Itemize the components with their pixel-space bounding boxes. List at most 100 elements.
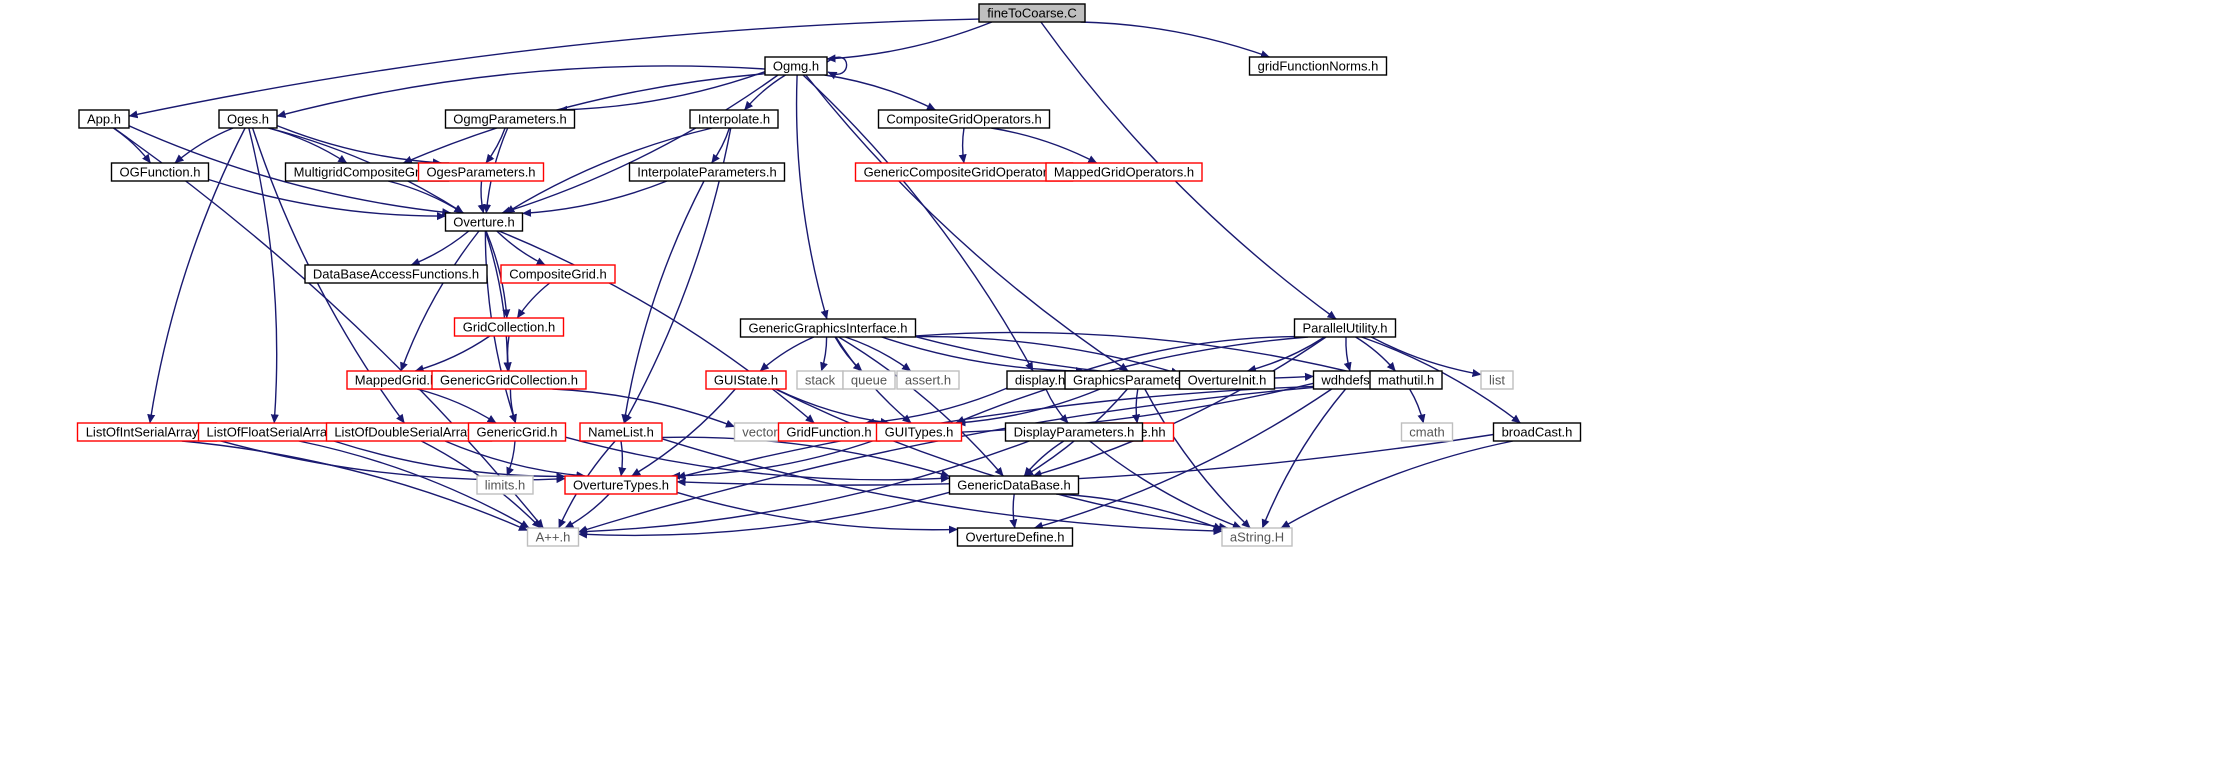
- node-stack[interactable]: stack: [796, 370, 844, 390]
- edge-GridCollection-to-MappedGrid: [414, 335, 491, 373]
- node-Ogmg[interactable]: Ogmg.h: [764, 56, 828, 76]
- node-label: MappedGridOperators.h: [1054, 165, 1194, 180]
- node-label: MultigridCompositeGrid.h: [294, 165, 441, 180]
- node-queue[interactable]: queue: [842, 370, 896, 390]
- node-DisplayParameters[interactable]: DisplayParameters.h: [1004, 422, 1144, 442]
- node-GridFunction[interactable]: GridFunction.h: [777, 422, 881, 442]
- node-OgmgParameters[interactable]: OgmgParameters.h: [444, 109, 576, 129]
- node-gridFunctionNorms[interactable]: gridFunctionNorms.h: [1248, 56, 1388, 76]
- node-GenericGrid[interactable]: GenericGrid.h: [467, 422, 567, 442]
- node-limits[interactable]: limits.h: [476, 475, 534, 495]
- edge-GenericGraphicsInterface-to-stack: [820, 336, 828, 372]
- node-label: GUITypes.h: [885, 425, 954, 440]
- node-label: GenericCompositeGridOperators.h: [864, 165, 1065, 180]
- node-ListOfDoubleSerialArray[interactable]: ListOfDoubleSerialArray.h: [325, 422, 493, 442]
- edge-GUIState-to-aString: [774, 388, 1229, 531]
- edge-Oges-to-ListOfFloatSerialArray: [248, 127, 279, 424]
- edge-GenericGraphicsInterface-to-GUIState: [759, 336, 815, 372]
- edge-Interpolate-to-InterpolateParameters: [711, 127, 731, 164]
- node-box: [705, 370, 787, 390]
- node-label: stack: [805, 373, 836, 388]
- node-label: GenericGrid.h: [477, 425, 558, 440]
- node-MultigridCompositeGrid[interactable]: MultigridCompositeGrid.h: [284, 162, 450, 182]
- edge-NameList-to-OvertureTypes: [618, 440, 627, 477]
- node-display[interactable]: display.h: [1006, 370, 1074, 390]
- node-label: aString.H: [1230, 530, 1284, 545]
- node-label: GUIState.h: [714, 373, 778, 388]
- node-Overture[interactable]: Overture.h: [444, 212, 524, 232]
- edge-fineToCoarse-to-gridFunctionNorms: [1080, 21, 1270, 58]
- node-ListOfIntSerialArray[interactable]: ListOfIntSerialArray.h: [76, 422, 218, 442]
- node-Interpolate[interactable]: Interpolate.h: [689, 109, 779, 129]
- node-label: GridFunction.h: [786, 425, 871, 440]
- node-mathutil[interactable]: mathutil.h: [1369, 370, 1443, 390]
- node-assert[interactable]: assert.h: [896, 370, 960, 390]
- node-ParallelUtility[interactable]: ParallelUtility.h: [1293, 318, 1397, 338]
- edge-ParallelUtility-to-wdhdefs: [1343, 336, 1352, 372]
- edge-GUITypes-to-OvertureTypes: [671, 438, 877, 480]
- node-label: limits.h: [485, 478, 525, 493]
- node-GUIState[interactable]: GUIState.h: [705, 370, 787, 390]
- edge-GenericDataBase-to-aString: [1056, 493, 1223, 531]
- node-MappedGrid[interactable]: MappedGrid.h: [346, 370, 446, 390]
- node-GenericCompositeGridOperators[interactable]: GenericCompositeGridOperators.h: [854, 162, 1074, 182]
- node-NameList[interactable]: NameList.h: [579, 422, 663, 442]
- edge-broadCast-to-aString: [1280, 440, 1514, 529]
- edge-Ogmg-to-Overture: [501, 74, 779, 215]
- node-OvertureDefine[interactable]: OvertureDefine.h: [956, 527, 1074, 547]
- node-box: [875, 422, 963, 442]
- node-GraphicsParameters[interactable]: GraphicsParameters.h: [1064, 370, 1212, 390]
- node-label: ParallelUtility.h: [1302, 321, 1387, 336]
- node-list[interactable]: list: [1480, 370, 1514, 390]
- node-OvertureInit[interactable]: OvertureInit.h: [1178, 370, 1276, 390]
- edge-OgesParameters-to-Overture: [477, 180, 486, 214]
- node-label: ListOfDoubleSerialArray.h: [334, 425, 483, 440]
- node-InterpolateParameters[interactable]: InterpolateParameters.h: [628, 162, 786, 182]
- node-OGFunction[interactable]: OGFunction.h: [110, 162, 210, 182]
- node-GUITypes[interactable]: GUITypes.h: [875, 422, 963, 442]
- edge-ListOfDoubleSerialArray-to-OvertureTypes: [444, 440, 586, 480]
- edge-Overture-to-GridCollection: [485, 230, 511, 319]
- edge-Overture-to-GridFunction: [498, 230, 815, 424]
- node-App[interactable]: App.h: [78, 109, 130, 129]
- node-CompositeGridOperators[interactable]: CompositeGridOperators.h: [877, 109, 1051, 129]
- node-MappedGridOperators[interactable]: MappedGridOperators.h: [1045, 162, 1203, 182]
- edge-GridCollection-to-GenericGridCollection: [503, 335, 512, 372]
- edge-ParallelUtility-to-list: [1370, 336, 1482, 378]
- node-App_pp[interactable]: A++.h: [526, 527, 580, 547]
- node-GenericGridCollection[interactable]: GenericGridCollection.h: [431, 370, 587, 390]
- node-box: [476, 475, 534, 495]
- node-cmath[interactable]: cmath: [1400, 422, 1454, 442]
- node-Oges[interactable]: Oges.h: [218, 109, 278, 129]
- edge-fineToCoarse-to-App: [128, 18, 980, 119]
- edge-GraphicsParameters-to-DBase: [1132, 388, 1141, 424]
- node-fineToCoarse[interactable]: fineToCoarse.C: [978, 3, 1086, 23]
- node-OvertureTypes[interactable]: OvertureTypes.h: [564, 475, 678, 495]
- edge-GenericGrid-to-limits: [506, 440, 516, 477]
- edge-Ogmg-to-Oges: [276, 65, 766, 118]
- node-CompositeGrid[interactable]: CompositeGrid.h: [500, 264, 616, 284]
- node-label: display.h: [1015, 373, 1065, 388]
- node-broadCast[interactable]: broadCast.h: [1492, 422, 1582, 442]
- edge-Interpolate-to-Overture: [505, 127, 713, 214]
- node-label: cmath: [1409, 425, 1444, 440]
- node-box: [956, 527, 1074, 547]
- node-label: Ogmg.h: [773, 59, 819, 74]
- edge-App-to-Overture: [128, 125, 452, 217]
- node-box: [842, 370, 896, 390]
- node-GridCollection[interactable]: GridCollection.h: [453, 317, 565, 337]
- node-DataBaseAccessFunctions[interactable]: DataBaseAccessFunctions.h: [304, 264, 488, 284]
- node-aString[interactable]: aString.H: [1221, 527, 1293, 547]
- node-GenericDataBase[interactable]: GenericDataBase.h: [948, 475, 1080, 495]
- node-OgesParameters[interactable]: OgesParameters.h: [417, 162, 545, 182]
- node-box: [526, 527, 580, 547]
- edge-MultigridCompositeGrid-to-Overture: [387, 180, 464, 214]
- node-label: GenericGridCollection.h: [440, 373, 578, 388]
- node-GenericGraphicsInterface[interactable]: GenericGraphicsInterface.h: [739, 318, 917, 338]
- node-ListOfFloatSerialArray[interactable]: ListOfFloatSerialArray.h: [197, 422, 353, 442]
- edge-CompositeGrid-to-GridCollection: [516, 282, 551, 319]
- node-label: Oges.h: [227, 112, 269, 127]
- node-label: MappedGrid.h: [355, 373, 437, 388]
- edge-ListOfFloatSerialArray-to-App_pp: [298, 440, 530, 529]
